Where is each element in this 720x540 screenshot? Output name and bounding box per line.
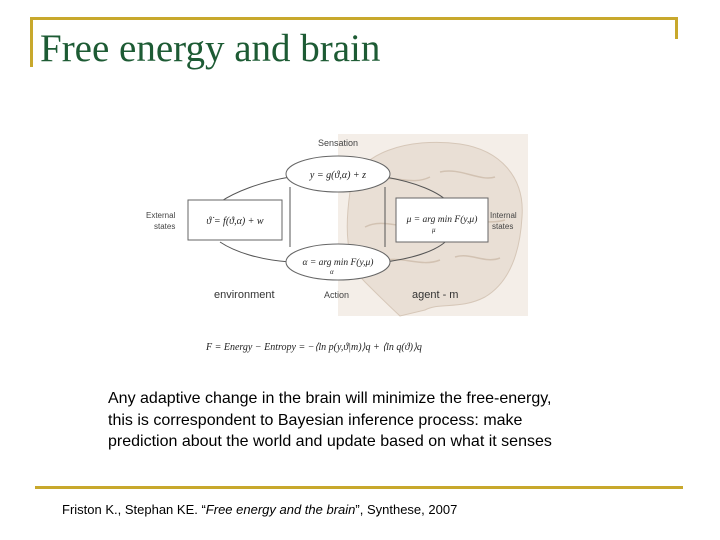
caption-text: Any adaptive change in the brain will mi…	[108, 390, 552, 450]
internal-equation: μ = arg min F(y,μ)	[406, 214, 478, 225]
action-equation: α = arg min F(y,μ)	[303, 257, 374, 268]
external-equation: ϑ̇ = f(ϑ,α) + w	[206, 216, 263, 227]
external-label-1: External	[146, 211, 176, 220]
citation-paper-title: Free energy and the brain	[205, 502, 356, 517]
external-states-node: ϑ̇ = f(ϑ,α) + w	[187, 199, 283, 241]
sensation-label: Sensation	[318, 138, 358, 148]
citation-suffix: ”, Synthese, 2007	[355, 502, 458, 517]
internal-label-1: Internal	[490, 211, 517, 220]
internal-states-node: μ = arg min F(y,μ) μ	[395, 197, 489, 243]
environment-label: environment	[214, 289, 275, 301]
sensation-node: y = g(ϑ,α) + z	[285, 155, 391, 193]
frame-line-bottom	[35, 486, 683, 489]
action-subscript: α	[330, 268, 334, 276]
internal-label-2: states	[492, 222, 513, 231]
citation: Friston K., Stephan KE. “Free energy and…	[62, 502, 457, 517]
frame-line-right	[675, 17, 678, 39]
frame-line-top	[30, 17, 678, 20]
action-node: α = arg min F(y,μ) α	[285, 243, 391, 281]
frame-line-left	[30, 17, 33, 67]
action-label: Action	[324, 290, 349, 300]
cycle-arrows	[219, 176, 451, 263]
slide-title: Free energy and brain	[40, 27, 381, 70]
internal-subscript: μ	[432, 226, 436, 234]
sensation-equation: y = g(ϑ,α) + z	[309, 170, 366, 181]
free-energy-diagram: Sensation y = g(ϑ,α) + z External states…	[140, 132, 540, 362]
free-energy-equation: F = Energy − Entropy = −⟨ln p(y,ϑ|m)⟩q +…	[205, 342, 422, 353]
citation-prefix: Friston K., Stephan KE. “	[62, 502, 206, 517]
agent-label: agent - m	[412, 289, 458, 301]
external-label-2: states	[154, 222, 175, 231]
